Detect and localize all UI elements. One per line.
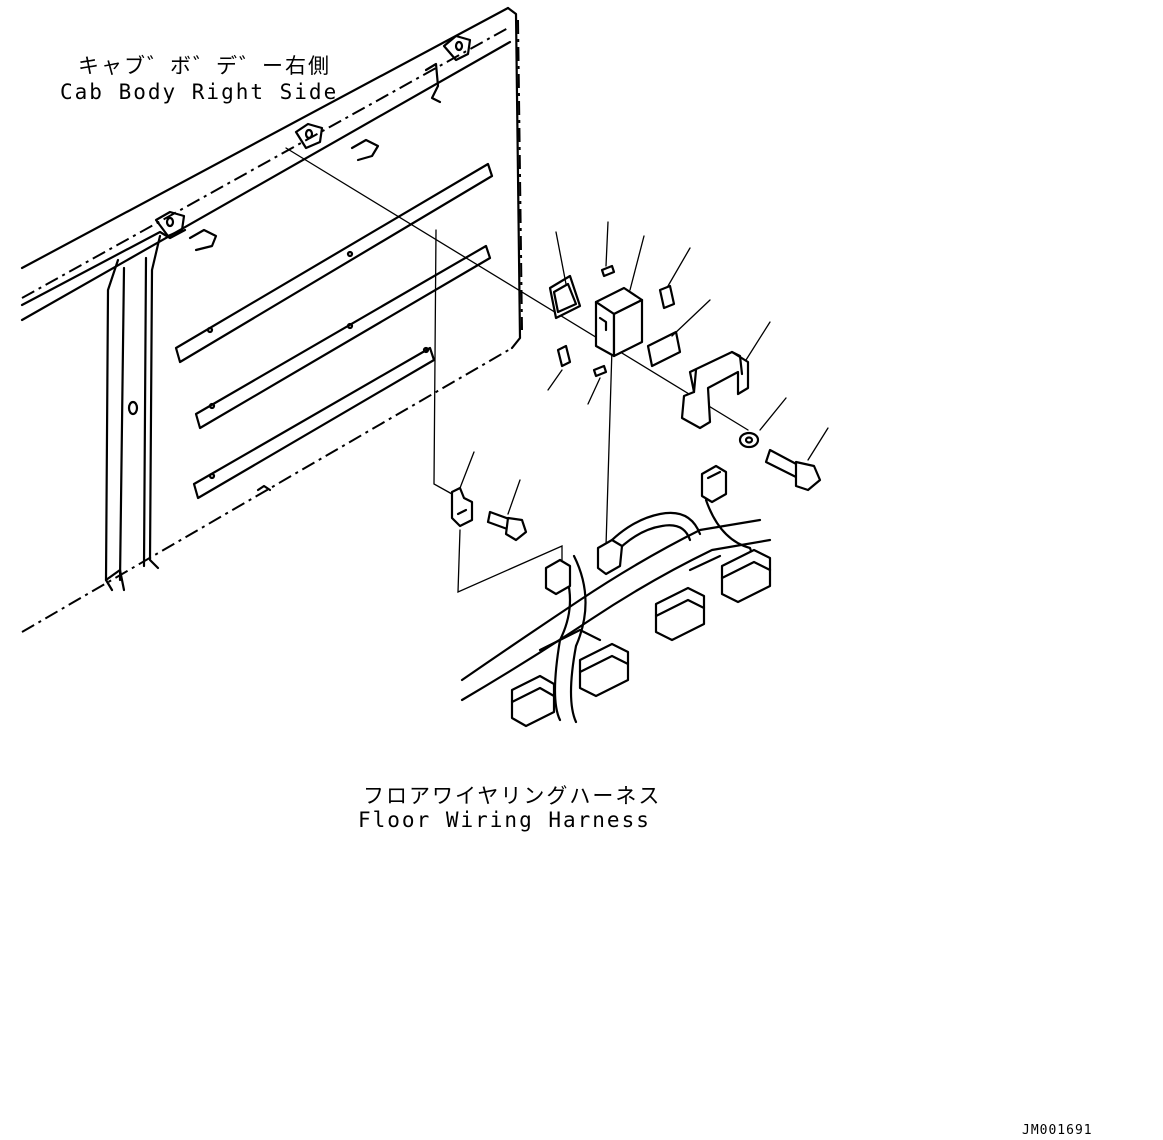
cab-body-label-english: Cab Body Right Side bbox=[60, 80, 339, 104]
assembly-lines bbox=[285, 147, 749, 594]
controller-unit bbox=[547, 221, 711, 405]
floor-harness-label-japanese: フロアワイヤリングハーネス bbox=[363, 784, 662, 808]
bracket-assembly bbox=[680, 321, 829, 492]
floor-wiring-harness bbox=[460, 464, 772, 728]
cab-body-panel bbox=[20, 6, 523, 633]
relay-assembly bbox=[450, 451, 528, 542]
drawing-number: JM001691 bbox=[1022, 1123, 1093, 1138]
cab-body-label-japanese: キャブ゛ボ゛デ゛ー右側 bbox=[78, 54, 331, 78]
floor-harness-label-english: Floor Wiring Harness bbox=[358, 808, 651, 832]
